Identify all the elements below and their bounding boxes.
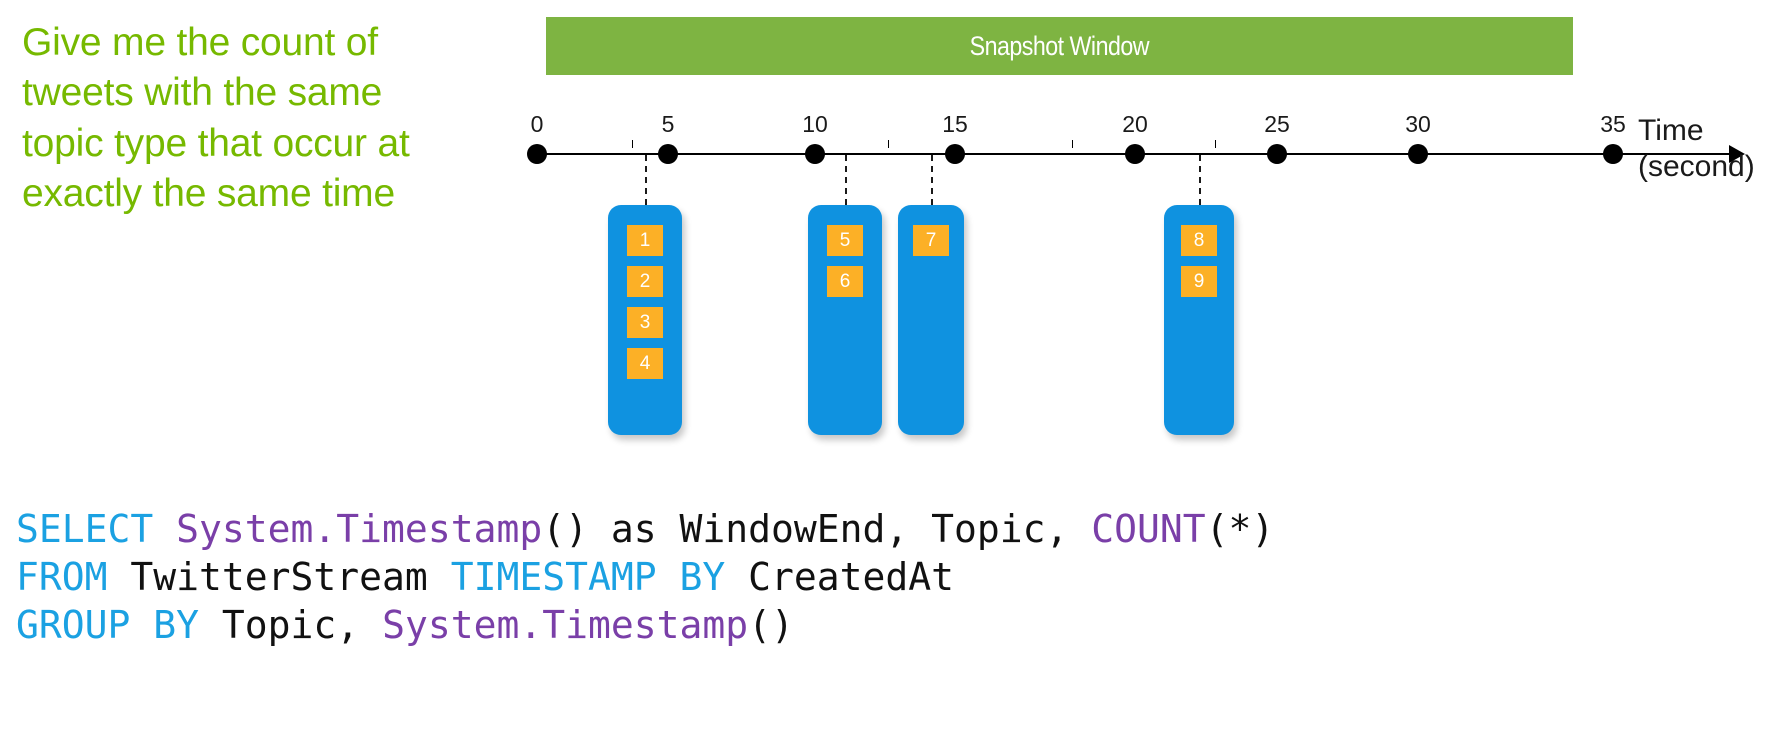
sql-token: TIMESTAMP BY — [450, 555, 749, 599]
sql-line: FROM TwitterStream TIMESTAMP BY CreatedA… — [16, 553, 1274, 601]
sql-token: () as WindowEnd, Topic, — [542, 507, 1092, 551]
event-chip[interactable]: 2 — [627, 266, 663, 297]
timeline-tick-dot — [658, 144, 678, 164]
timeline-tick-dot — [805, 144, 825, 164]
timeline-tick-dot — [1603, 144, 1623, 164]
timeline-minor-tick — [888, 140, 889, 148]
sql-token: SELECT — [16, 507, 177, 551]
sql-token: FROM — [16, 555, 131, 599]
event-connector-line — [645, 155, 647, 205]
timeline-minor-tick — [1072, 140, 1073, 148]
sql-token: COUNT — [1091, 507, 1206, 551]
timeline-minor-tick — [1215, 140, 1216, 148]
timeline-tick-dot — [1408, 144, 1428, 164]
event-chip[interactable]: 5 — [827, 225, 863, 256]
event-chip[interactable]: 8 — [1181, 225, 1217, 256]
sql-token: (*) — [1205, 507, 1275, 551]
sql-token: TwitterStream — [130, 555, 451, 599]
snapshot-window-label: Snapshot Window — [969, 30, 1150, 61]
event-chip[interactable]: 3 — [627, 307, 663, 338]
sql-token: CreatedAt — [748, 555, 955, 599]
question-text: Give me the count of tweets with the sam… — [22, 21, 421, 215]
timeline-tick-label: 30 — [1405, 111, 1431, 137]
event-chip[interactable]: 7 — [913, 225, 949, 256]
timeline-tick-label: 35 — [1600, 111, 1626, 137]
timeline-tick-label: 20 — [1122, 111, 1148, 137]
event-chip[interactable]: 6 — [827, 266, 863, 297]
timeline-arrow-icon — [1729, 145, 1745, 163]
timeline-tick-label: 25 — [1264, 111, 1290, 137]
sql-line: GROUP BY Topic, System.Timestamp() — [16, 601, 1274, 649]
sql-token: System.Timestamp — [176, 507, 543, 551]
sql-token: Topic, — [221, 603, 383, 647]
sql-query-block: SELECT System.Timestamp() as WindowEnd, … — [16, 505, 1274, 649]
timeline-tick-label: 0 — [530, 111, 544, 137]
timeline-tick-label: 5 — [661, 111, 675, 137]
sql-token: System.Timestamp — [382, 603, 749, 647]
event-connector-line — [931, 155, 933, 205]
event-group-box[interactable]: 7 — [898, 205, 964, 435]
event-chip[interactable]: 9 — [1181, 266, 1217, 297]
event-chip[interactable]: 1 — [627, 225, 663, 256]
sql-line: SELECT System.Timestamp() as WindowEnd, … — [16, 505, 1274, 553]
timeline-tick-dot — [945, 144, 965, 164]
timeline-line — [537, 153, 1741, 155]
timeline-tick-dot — [527, 144, 547, 164]
timeline-tick-dot — [1267, 144, 1287, 164]
axis-name-label: Time — [1638, 114, 1704, 147]
timeline-tick-label: 10 — [802, 111, 828, 137]
snapshot-window-bar: Snapshot Window — [546, 17, 1573, 75]
event-connector-line — [845, 155, 847, 205]
event-chip[interactable]: 4 — [627, 348, 663, 379]
sql-token: GROUP BY — [16, 603, 222, 647]
timeline-tick-dot — [1125, 144, 1145, 164]
timeline-tick-label: 15 — [942, 111, 968, 137]
sql-token: () — [748, 603, 794, 647]
event-group-box[interactable]: 1 2 3 4 — [608, 205, 682, 435]
event-connector-line — [1199, 155, 1201, 205]
timeline-minor-tick — [632, 140, 633, 148]
axis-unit-label: (second) — [1638, 150, 1755, 183]
